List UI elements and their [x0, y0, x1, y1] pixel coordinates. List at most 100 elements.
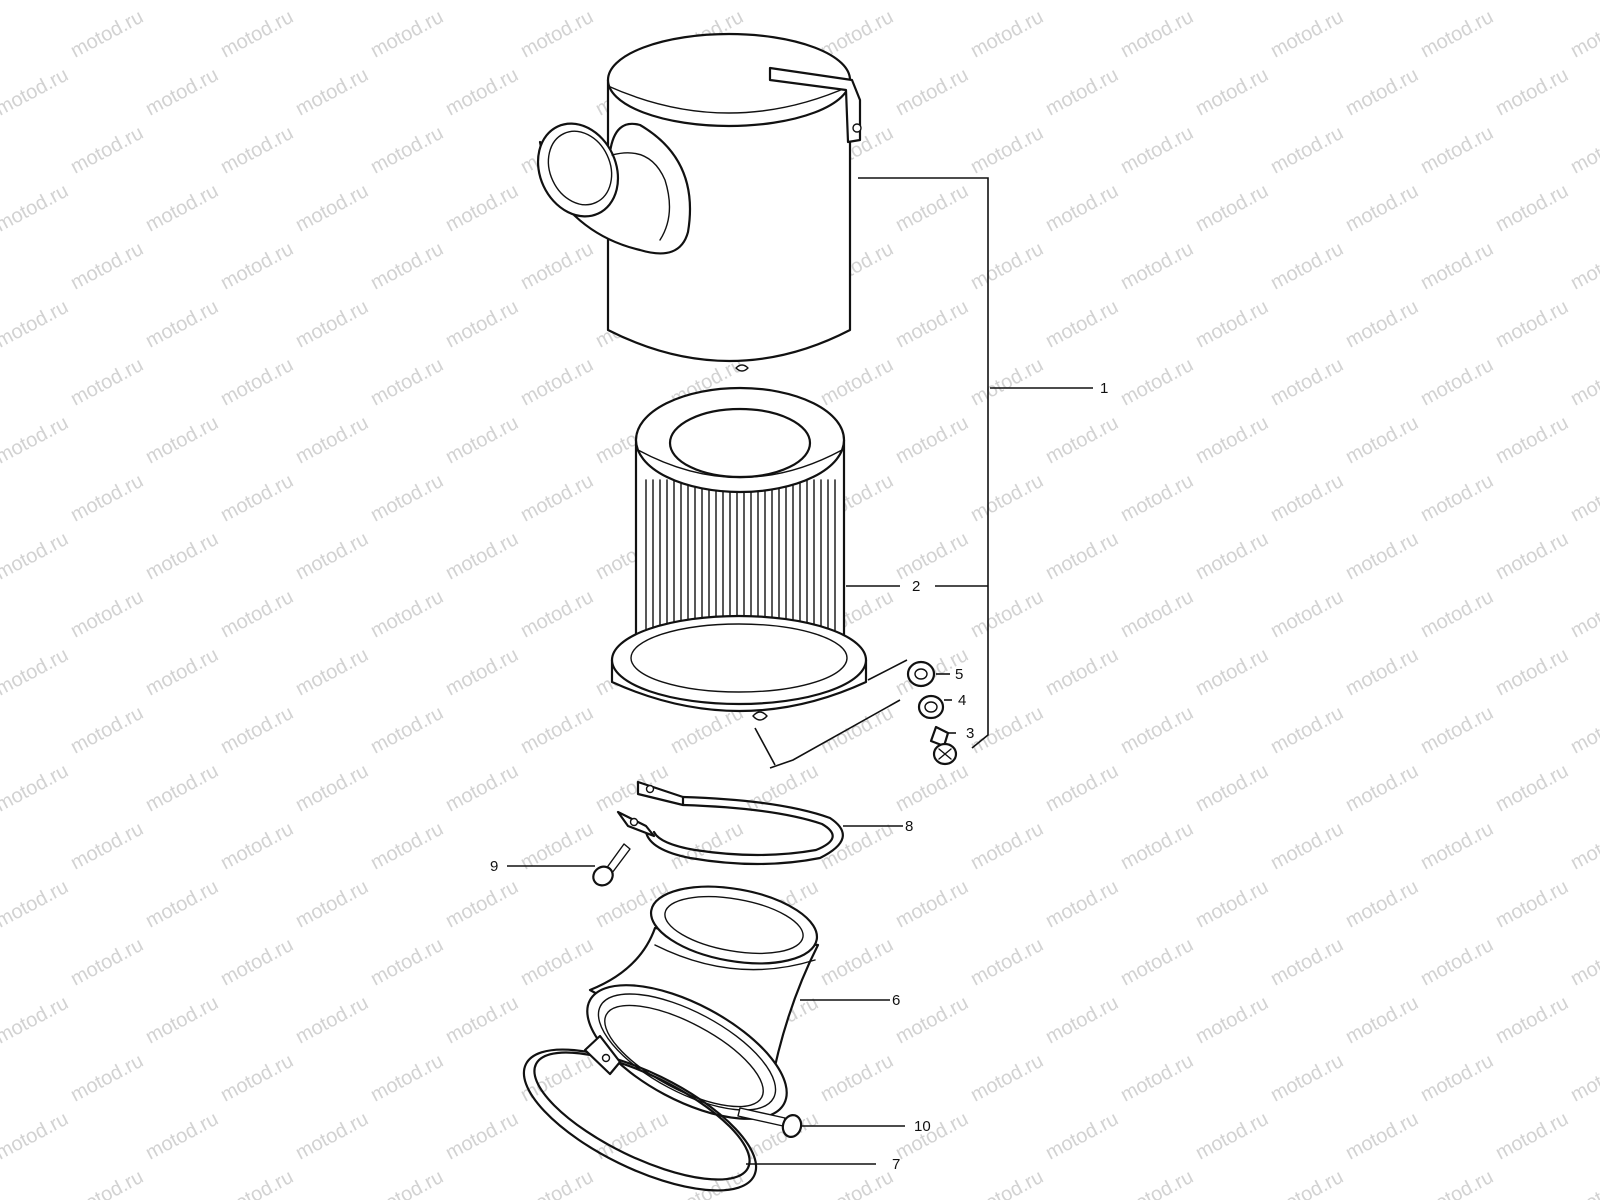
- watermark-text: motod.ru: [1042, 876, 1122, 932]
- watermark-text: motod.ru: [217, 238, 297, 294]
- callout-4: 4: [958, 692, 966, 709]
- watermark-text: motod.ru: [1192, 992, 1272, 1048]
- watermark-text: motod.ru: [367, 702, 447, 758]
- watermark-text: motod.ru: [517, 470, 597, 526]
- watermark-text: motod.ru: [1042, 0, 1122, 4]
- watermark-text: motod.ru: [1192, 180, 1272, 236]
- watermark-text: motod.ru: [1567, 1166, 1600, 1200]
- watermark-text: motod.ru: [442, 876, 522, 932]
- watermark-text: motod.ru: [1567, 470, 1600, 526]
- watermark-text: motod.ru: [217, 934, 297, 990]
- watermark-text: motod.ru: [1492, 992, 1572, 1048]
- watermark-text: motod.ru: [442, 412, 522, 468]
- watermark-text: motod.ru: [1492, 1108, 1572, 1164]
- watermark-text: motod.ru: [367, 818, 447, 874]
- watermark-text: motod.ru: [1417, 122, 1497, 178]
- watermark-text: motod.ru: [892, 1108, 972, 1164]
- watermark-text: motod.ru: [817, 354, 897, 410]
- watermark-text: motod.ru: [1342, 0, 1422, 4]
- watermark-text: motod.ru: [1342, 180, 1422, 236]
- watermark-text: motod.ru: [1117, 238, 1197, 294]
- watermark-text: motod.ru: [742, 0, 822, 4]
- watermark-text: motod.ru: [892, 0, 972, 4]
- callout-10: 10: [914, 1118, 931, 1135]
- watermark-text: motod.ru: [517, 586, 597, 642]
- watermark-text: motod.ru: [1492, 644, 1572, 700]
- watermark-text: motod.ru: [1342, 528, 1422, 584]
- watermark-text: motod.ru: [1192, 296, 1272, 352]
- watermark-text: motod.ru: [1417, 354, 1497, 410]
- watermark-text: motod.ru: [292, 64, 372, 120]
- watermark-text: motod.ru: [67, 702, 147, 758]
- callout-1: 1: [1100, 380, 1108, 397]
- watermark-text: motod.ru: [0, 992, 72, 1048]
- watermark-text: motod.ru: [67, 122, 147, 178]
- watermark-text: motod.ru: [817, 1166, 897, 1200]
- watermark-text: motod.ru: [517, 934, 597, 990]
- watermark-text: motod.ru: [292, 180, 372, 236]
- watermark-text: motod.ru: [1267, 1050, 1347, 1106]
- watermark-text: motod.ru: [217, 6, 297, 62]
- watermark-text: motod.ru: [292, 644, 372, 700]
- watermark-text: motod.ru: [1567, 818, 1600, 874]
- watermark-text: motod.ru: [142, 992, 222, 1048]
- watermark-text: motod.ru: [142, 0, 222, 4]
- watermark-text: motod.ru: [1342, 760, 1422, 816]
- watermark-text: motod.ru: [367, 354, 447, 410]
- watermark-text: motod.ru: [967, 238, 1047, 294]
- watermark-text: motod.ru: [1567, 702, 1600, 758]
- watermark-text: motod.ru: [292, 296, 372, 352]
- watermark-text: motod.ru: [442, 296, 522, 352]
- watermark-text: motod.ru: [967, 354, 1047, 410]
- watermark-text: motod.ru: [142, 528, 222, 584]
- watermark-text: motod.ru: [217, 702, 297, 758]
- watermark-text: motod.ru: [367, 586, 447, 642]
- watermark-text: motod.ru: [817, 1050, 897, 1106]
- watermark-text: motod.ru: [1417, 6, 1497, 62]
- watermark-text: motod.ru: [1492, 180, 1572, 236]
- watermark-text: motod.ru: [592, 0, 672, 4]
- watermark-text: motod.ru: [1192, 644, 1272, 700]
- watermark-text: motod.ru: [1042, 180, 1122, 236]
- watermark-text: motod.ru: [1267, 238, 1347, 294]
- watermark-text: motod.ru: [217, 1166, 297, 1200]
- watermark-text: motod.ru: [1117, 934, 1197, 990]
- watermark-text: motod.ru: [892, 992, 972, 1048]
- watermark-text: motod.ru: [892, 760, 972, 816]
- watermark-text: motod.ru: [1042, 412, 1122, 468]
- watermark-text: motod.ru: [1567, 586, 1600, 642]
- watermark-text: motod.ru: [217, 122, 297, 178]
- watermark-text: motod.ru: [67, 6, 147, 62]
- watermark-text: motod.ru: [0, 876, 72, 932]
- watermark-text: motod.ru: [1042, 644, 1122, 700]
- watermark-text: motod.ru: [967, 586, 1047, 642]
- watermark-text: motod.ru: [1042, 64, 1122, 120]
- watermark-text: motod.ru: [517, 702, 597, 758]
- watermark-text: motod.ru: [292, 876, 372, 932]
- watermark-text: motod.ru: [1417, 934, 1497, 990]
- watermark-text: motod.ru: [1492, 876, 1572, 932]
- watermark-text: motod.ru: [892, 180, 972, 236]
- leader-lines: [507, 177, 1093, 1165]
- band-clamp-7: [522, 1034, 758, 1192]
- watermark-text: motod.ru: [1342, 644, 1422, 700]
- watermark-text: motod.ru: [1192, 876, 1272, 932]
- watermark-text: motod.ru: [1567, 238, 1600, 294]
- watermark-text: motod.ru: [67, 1166, 147, 1200]
- callout-9: 9: [490, 858, 498, 875]
- watermark-text: motod.ru: [1342, 412, 1422, 468]
- watermark-text: motod.ru: [1567, 354, 1600, 410]
- watermark-text: motod.ru: [292, 992, 372, 1048]
- watermark-text: motod.ru: [1342, 876, 1422, 932]
- watermark-text: motod.ru: [1567, 6, 1600, 62]
- watermark-text: motod.ru: [517, 6, 597, 62]
- watermark-text: motod.ru: [967, 702, 1047, 758]
- watermark-text: motod.ru: [0, 1108, 72, 1164]
- watermark-text: motod.ru: [592, 760, 672, 816]
- watermark-text: motod.ru: [67, 818, 147, 874]
- watermark-text: motod.ru: [517, 354, 597, 410]
- watermark-text: motod.ru: [892, 876, 972, 932]
- watermark-text: motod.ru: [1117, 470, 1197, 526]
- watermark-text: motod.ru: [292, 0, 372, 4]
